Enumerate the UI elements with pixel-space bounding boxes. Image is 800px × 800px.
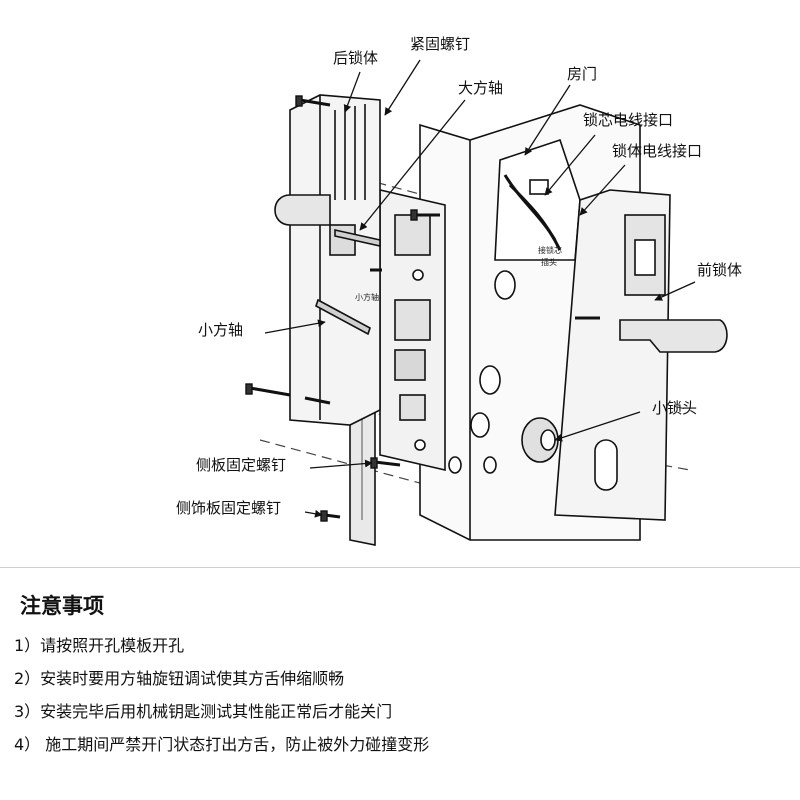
front-lock-body (521, 189, 728, 521)
label-large-square-shaft: 大方轴 (458, 79, 503, 97)
list-item: 1）请按照开孔模板开孔 (14, 636, 185, 655)
screws (245, 95, 600, 522)
mortise-lock-body (379, 188, 446, 472)
label-small-square-shaft: 小方轴 (198, 321, 243, 339)
shafts (315, 229, 381, 336)
label-rear-lock-body: 后锁体 (333, 49, 378, 67)
notes-title: 注意事项 (20, 594, 104, 618)
callout-small-shaft: 小方轴 (355, 292, 379, 302)
label-lock-body-cable-port: 锁体电线接口 (612, 142, 702, 160)
label-side-plate-screw: 侧板固定螺钉 (196, 456, 286, 474)
list-item: 2）安装时要用方轴旋钮调试使其方舌伸缩顺畅 (14, 669, 345, 688)
section-divider (0, 567, 800, 568)
lock-installation-diagram: 后锁体 紧固螺钉 大方轴 房门 锁芯电线接口 锁体电线接口 前锁体 小方轴 小锁… (176, 35, 742, 546)
list-item: 4） 施工期间严禁开门状态打出方舌，防止被外力碰撞变形 (14, 735, 430, 754)
leader-lines (264, 59, 696, 518)
label-small-cylinder: 小锁头 (652, 399, 697, 417)
list-item: 3）安装完毕后用机械钥匙测试其性能正常后才能关门 (14, 702, 393, 721)
label-fastening-screw: 紧固螺钉 (410, 35, 470, 53)
label-room-door: 房门 (567, 65, 597, 83)
notes-section: 注意事项 1）请按照开孔模板开孔 2）安装时要用方轴旋钮调试使其方舌伸缩顺畅 3… (14, 590, 784, 768)
label-side-trim-screw: 侧饰板固定螺钉 (176, 499, 281, 517)
label-cylinder-cable-port: 锁芯电线接口 (583, 111, 673, 129)
notes-list: 1）请按照开孔模板开孔 2）安装时要用方轴旋钮调试使其方舌伸缩顺畅 3）安装完毕… (14, 636, 784, 768)
callout-cylinder-plug-2: 插头 (541, 257, 557, 267)
label-front-lock-body: 前锁体 (697, 261, 742, 279)
rear-lock-body (274, 94, 381, 426)
callout-cylinder-plug-1: 接锁芯 (538, 245, 562, 255)
